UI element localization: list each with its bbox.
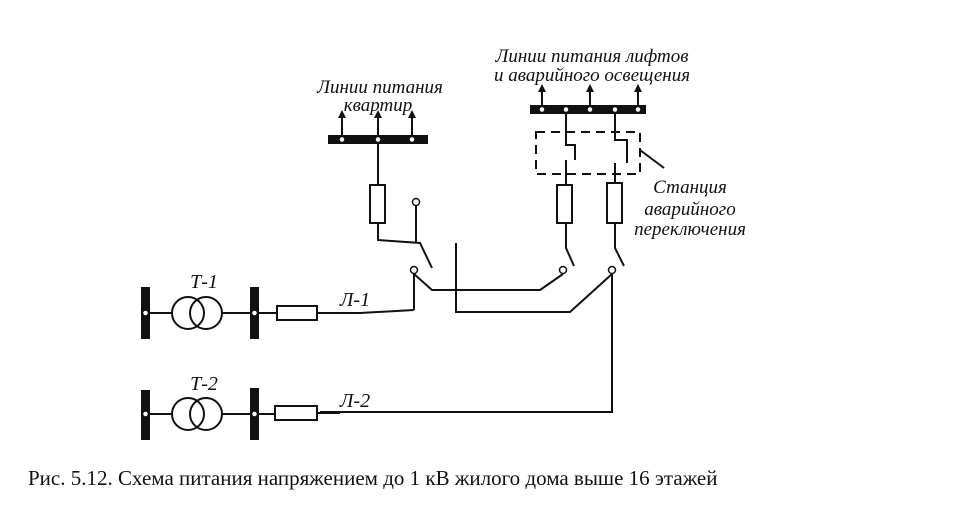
station-label-line3: переключения	[634, 219, 746, 240]
switch-terminal	[409, 265, 419, 275]
switch-terminal	[411, 197, 421, 207]
t1-winding-1	[171, 296, 205, 330]
bus-terminal	[634, 105, 642, 114]
switch-terminal	[558, 265, 568, 275]
bus-terminal	[250, 309, 259, 317]
backup-crossover	[455, 243, 613, 313]
l2-riser	[320, 274, 613, 413]
bus-terminal	[141, 410, 150, 418]
t2-label: Т-2	[190, 373, 218, 395]
switch-contact	[565, 223, 575, 267]
bus-terminal	[338, 135, 346, 144]
fuse-l1	[276, 305, 318, 321]
apartments-label-line2: квартир	[344, 95, 412, 116]
fuse-lift-2	[606, 182, 623, 224]
fuse-apartments	[369, 184, 386, 224]
station-label-line1: Станция	[653, 177, 727, 198]
switch-contact	[614, 223, 625, 267]
t1-label: Т-1	[190, 271, 218, 293]
fuse-l2	[274, 405, 318, 421]
lifts-label-line1: Линии питания лифтов	[495, 46, 689, 67]
l1-wire	[317, 309, 415, 314]
apartments-outgoing-arrows	[338, 110, 416, 135]
bus-terminal	[408, 135, 416, 144]
emergency-switching-station-box	[535, 131, 641, 175]
t2-winding-1	[171, 397, 205, 431]
lifts-outgoing-arrows	[538, 84, 642, 105]
bus-terminal	[374, 135, 382, 144]
l1-to-lift-switch	[413, 273, 564, 291]
t2-winding-2	[189, 397, 223, 431]
bus-terminal	[250, 410, 259, 418]
fuse-lift-1	[556, 184, 573, 224]
l2-label: Л-2	[339, 390, 370, 412]
l1-label: Л-1	[339, 289, 370, 311]
station-leader-line	[639, 149, 665, 169]
station-internal-wire	[614, 114, 628, 163]
switch-terminal	[607, 265, 617, 275]
bus-terminal	[562, 105, 570, 114]
station-internal-wire	[565, 114, 576, 160]
bus-terminal	[538, 105, 546, 114]
t1-winding-2	[189, 296, 223, 330]
bus-terminal	[586, 105, 594, 114]
apartment-switch-blade	[377, 223, 433, 269]
bus-terminal	[611, 105, 619, 114]
bus-terminal	[141, 309, 150, 317]
figure-caption: Рис. 5.12. Схема питания напряжением до …	[28, 466, 717, 490]
apartments-label-line1: Линии питания	[316, 77, 443, 98]
lifts-label-line2: и аварийного освещения	[494, 65, 690, 86]
station-label-line2: аварийного	[644, 199, 735, 220]
